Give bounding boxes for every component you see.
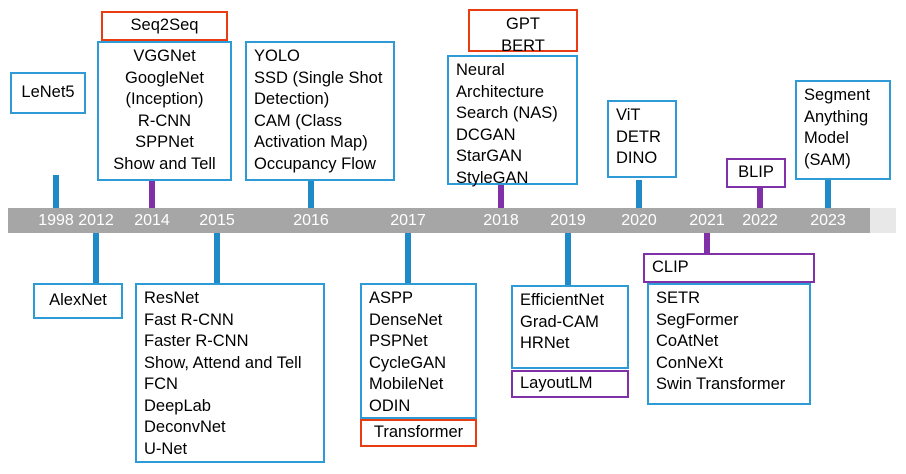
stem-2022 <box>757 186 763 208</box>
box-alexnet[interactable]: AlexNet <box>33 283 123 319</box>
year-label-2018: 2018 <box>483 212 519 229</box>
box-seq2seq[interactable]: Seq2Seq <box>101 11 228 41</box>
year-label-2019: 2019 <box>550 212 586 229</box>
box-2016-models[interactable]: YOLO SSD (Single Shot Detection) CAM (Cl… <box>245 41 395 181</box>
year-label-1998: 1998 <box>38 212 74 229</box>
box-2015-models[interactable]: ResNet Fast R-CNN Faster R-CNN Show, Att… <box>135 283 325 463</box>
year-label-2021: 2021 <box>689 212 725 229</box>
year-label-2020: 2020 <box>621 212 657 229</box>
stem-2021-down <box>704 233 710 253</box>
stem-1998 <box>53 175 59 208</box>
stem-2017-down <box>405 233 411 283</box>
box-lenet5[interactable]: LeNet5 <box>10 72 86 114</box>
stem-2016 <box>308 177 314 208</box>
year-label-2023: 2023 <box>810 212 846 229</box>
box-gpt-bert[interactable]: GPT BERT <box>468 9 578 55</box>
box-2021-models[interactable]: SETR SegFormer CoAtNet ConNeXt Swin Tran… <box>647 283 811 405</box>
box-layoutlm[interactable]: LayoutLM <box>511 370 629 398</box>
box-transformer[interactable]: Transformer <box>360 419 477 447</box>
stem-2014 <box>149 180 155 208</box>
box-2017-models[interactable]: ASPP DenseNet PSPNet CycleGAN MobileNet … <box>360 283 477 419</box>
stem-2023 <box>825 180 831 208</box>
box-2014-models[interactable]: VGGNet GoogleNet (Inception) R-CNN SPPNe… <box>97 41 232 181</box>
stem-2015-down <box>214 233 220 283</box>
year-label-2012: 2012 <box>78 212 114 229</box>
year-label-2016: 2016 <box>293 212 329 229</box>
box-2018-models[interactable]: Neural Architecture Search (NAS) DCGAN S… <box>447 55 578 187</box>
stem-2020 <box>636 180 642 208</box>
stem-2018 <box>498 185 504 208</box>
year-label-2014: 2014 <box>134 212 170 229</box>
year-label-2017: 2017 <box>390 212 426 229</box>
stem-2012-down <box>93 233 99 285</box>
box-clip[interactable]: CLIP <box>643 253 815 283</box>
year-label-2015: 2015 <box>199 212 235 229</box>
box-blip[interactable]: BLIP <box>726 158 786 188</box>
stem-2019-down <box>565 233 571 285</box>
year-label-2022: 2022 <box>742 212 778 229</box>
timeline-axis-bar <box>8 208 870 233</box>
timeline-axis-tail <box>870 208 896 233</box>
box-sam[interactable]: Segment Anything Model (SAM) <box>795 80 891 180</box>
box-2020-models[interactable]: ViT DETR DINO <box>607 100 677 178</box>
box-2019-models[interactable]: EfficientNet Grad-CAM HRNet <box>511 285 629 369</box>
